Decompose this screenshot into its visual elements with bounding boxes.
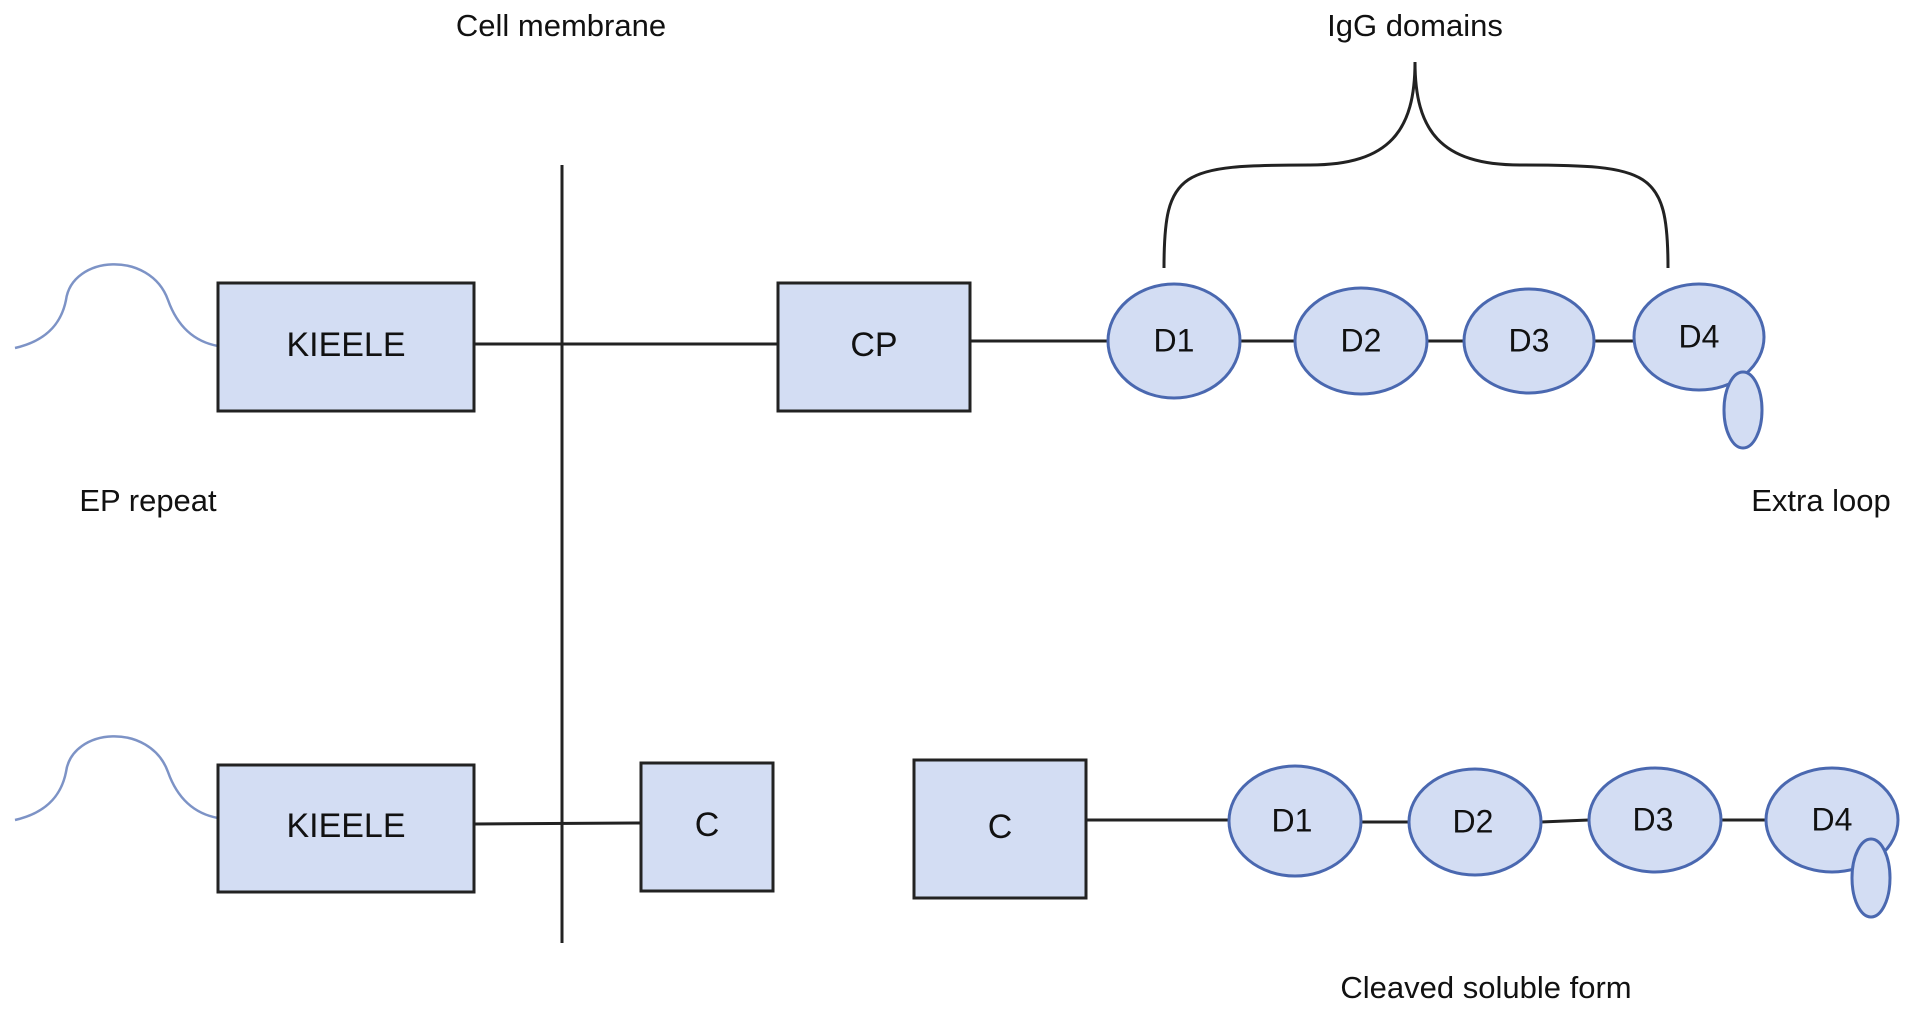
cp-label: CP xyxy=(850,326,897,364)
cp-box: CP xyxy=(776,281,972,413)
domain-d1-bottom-label: D1 xyxy=(1272,802,1313,838)
domain-d3-bottom-label: D3 xyxy=(1633,801,1674,837)
kieele-label-bottom: KIEELE xyxy=(286,807,405,845)
cell-membrane-label: Cell membrane xyxy=(456,8,666,43)
ep-repeat-curve-top xyxy=(14,263,219,350)
extra-loop-label: Extra loop xyxy=(1751,483,1891,518)
kieele-box-bottom: KIEELE xyxy=(216,763,476,894)
domain-d3-top-label: D3 xyxy=(1509,322,1550,358)
cleaved-soluble-form-label: Cleaved soluble form xyxy=(1340,970,1631,1005)
domain-d1-bottom: D1 xyxy=(1227,764,1363,878)
igg-domains-bracket xyxy=(1162,61,1670,269)
domain-d2-bottom-label: D2 xyxy=(1453,803,1494,839)
kieele-box-top: KIEELE xyxy=(216,281,476,413)
domain-d1-top-label: D1 xyxy=(1154,322,1195,358)
c-soluble-label: C xyxy=(988,808,1013,846)
igg-domains-label: IgG domains xyxy=(1327,8,1503,43)
domain-d2-top-label: D2 xyxy=(1341,322,1382,358)
kieele-label-top: KIEELE xyxy=(286,326,405,364)
domain-d3-bottom: D3 xyxy=(1587,766,1723,874)
c-box-membrane: C xyxy=(639,761,775,893)
domain-d2-top: D2 xyxy=(1293,286,1429,396)
ep-repeat-label: EP repeat xyxy=(79,483,217,518)
connector-bottom-d2-d3 xyxy=(1540,818,1590,824)
domain-d4-top-label: D4 xyxy=(1679,318,1720,354)
ep-repeat-curve-bottom xyxy=(14,735,219,822)
domain-d1-top: D1 xyxy=(1106,282,1242,400)
domain-d4-bottom-label: D4 xyxy=(1812,801,1853,837)
domain-d4-top: D4 xyxy=(1632,282,1766,392)
c-box-soluble: C xyxy=(912,758,1088,900)
domain-d3-top: D3 xyxy=(1462,287,1596,395)
c-membrane-label: C xyxy=(695,806,720,844)
extra-loop-top xyxy=(1722,370,1764,450)
connector-bottom-kieele-c xyxy=(473,821,642,826)
domain-d2-bottom: D2 xyxy=(1407,767,1543,877)
extra-loop-bottom xyxy=(1850,837,1892,919)
